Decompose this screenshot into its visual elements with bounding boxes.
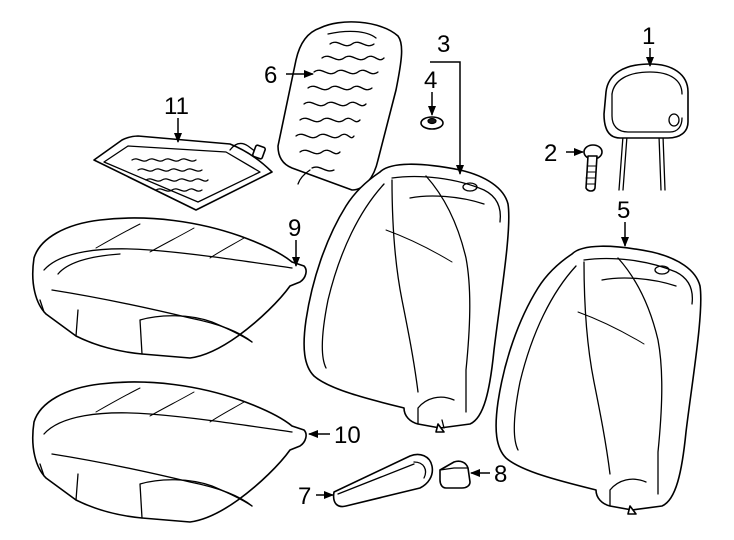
grommet-part [420, 116, 444, 130]
cushion-heater-part [93, 135, 273, 211]
bolt-part [583, 144, 603, 192]
cushion-cover-part [31, 217, 307, 359]
callout-6: 6 [264, 62, 277, 89]
leader-lines [174, 48, 654, 499]
callout-9: 9 [288, 215, 301, 242]
callout-labels: 1 2 3 4 5 6 7 8 9 10 11 [164, 23, 655, 510]
callout-7: 7 [298, 483, 311, 510]
callout-3: 3 [437, 31, 450, 58]
callout-1: 1 [642, 23, 655, 50]
backrest-heater-part [277, 21, 403, 191]
callout-4: 4 [424, 67, 437, 94]
seatback-pad-part [495, 245, 702, 515]
cap-part [439, 460, 471, 489]
callout-8: 8 [494, 461, 507, 488]
callout-5: 5 [617, 197, 630, 224]
headrest-part [603, 63, 689, 191]
callout-2: 2 [544, 140, 557, 167]
seatback-cover-part [303, 163, 510, 433]
cushion-pad-part [31, 381, 307, 523]
side-trim-part [332, 453, 434, 508]
callout-11: 11 [164, 93, 189, 120]
callout-10: 10 [334, 422, 361, 449]
